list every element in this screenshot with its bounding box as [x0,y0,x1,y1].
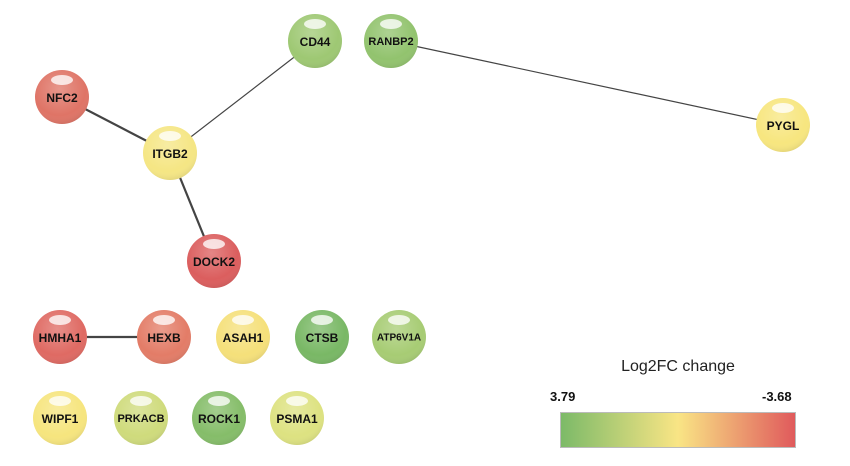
node-wipf1[interactable]: WIPF1 [33,391,87,445]
node-label: RANBP2 [368,36,413,48]
node-rock1[interactable]: ROCK1 [192,391,246,445]
node-shading [295,310,349,364]
node-asah1[interactable]: ASAH1 [216,310,270,364]
node-label: WIPF1 [42,412,79,426]
node-shading [364,14,418,68]
legend-min-label: 3.79 [550,389,576,404]
node-shading [270,391,324,445]
node-nfc2[interactable]: NFC2 [35,70,89,124]
node-psma1[interactable]: PSMA1 [270,391,324,445]
node-label: CTSB [306,331,339,345]
node-label: ATP6V1A [377,333,421,344]
node-shading [33,391,87,445]
node-atp6v1a[interactable]: ATP6V1A [372,310,426,364]
node-prkacb[interactable]: PRKACB [114,391,168,445]
node-highlight [311,315,333,325]
node-shading [137,310,191,364]
node-highlight [159,131,181,141]
node-highlight [388,315,410,325]
node-highlight [153,315,175,325]
node-dock2[interactable]: DOCK2 [187,234,241,288]
node-highlight [380,19,402,29]
node-shading [288,14,342,68]
node-highlight [203,239,225,249]
node-highlight [286,396,308,406]
node-shading [756,98,810,152]
node-shading [192,391,246,445]
node-shading [216,310,270,364]
node-label: NFC2 [46,91,78,105]
node-label: ASAH1 [223,331,264,345]
node-label: DOCK2 [193,255,235,269]
node-shading [372,310,426,364]
node-hmha1[interactable]: HMHA1 [33,310,87,364]
node-ranbp2[interactable]: RANBP2 [364,14,418,68]
node-label: PYGL [767,119,800,133]
node-highlight [232,315,254,325]
node-highlight [772,103,794,113]
node-itgb2[interactable]: ITGB2 [143,126,197,180]
node-shading [35,70,89,124]
node-label: ITGB2 [152,147,188,161]
node-shading [187,234,241,288]
node-highlight [130,396,152,406]
node-label: HMHA1 [39,331,82,345]
node-label: HEXB [147,331,181,345]
node-pygl[interactable]: PYGL [756,98,810,152]
legend-max-label: -3.68 [762,389,792,404]
node-shading [33,310,87,364]
node-label: PRKACB [117,413,164,425]
node-highlight [304,19,326,29]
edges-layer [60,40,784,339]
edge-itgb2-cd44 [169,40,316,154]
node-hexb[interactable]: HEXB [137,310,191,364]
node-highlight [208,396,230,406]
legend-color-bar [560,412,796,448]
node-highlight [49,396,71,406]
node-shading [143,126,197,180]
node-cd44[interactable]: CD44 [288,14,342,68]
node-highlight [51,75,73,85]
node-label: ROCK1 [198,412,240,426]
node-highlight [49,315,71,325]
legend-title: Log2FC change [621,358,735,375]
node-shading [114,391,168,445]
node-label: CD44 [300,35,331,49]
node-label: PSMA1 [276,412,318,426]
node-ctsb[interactable]: CTSB [295,310,349,364]
edge-ranbp2-pygl [390,40,784,126]
